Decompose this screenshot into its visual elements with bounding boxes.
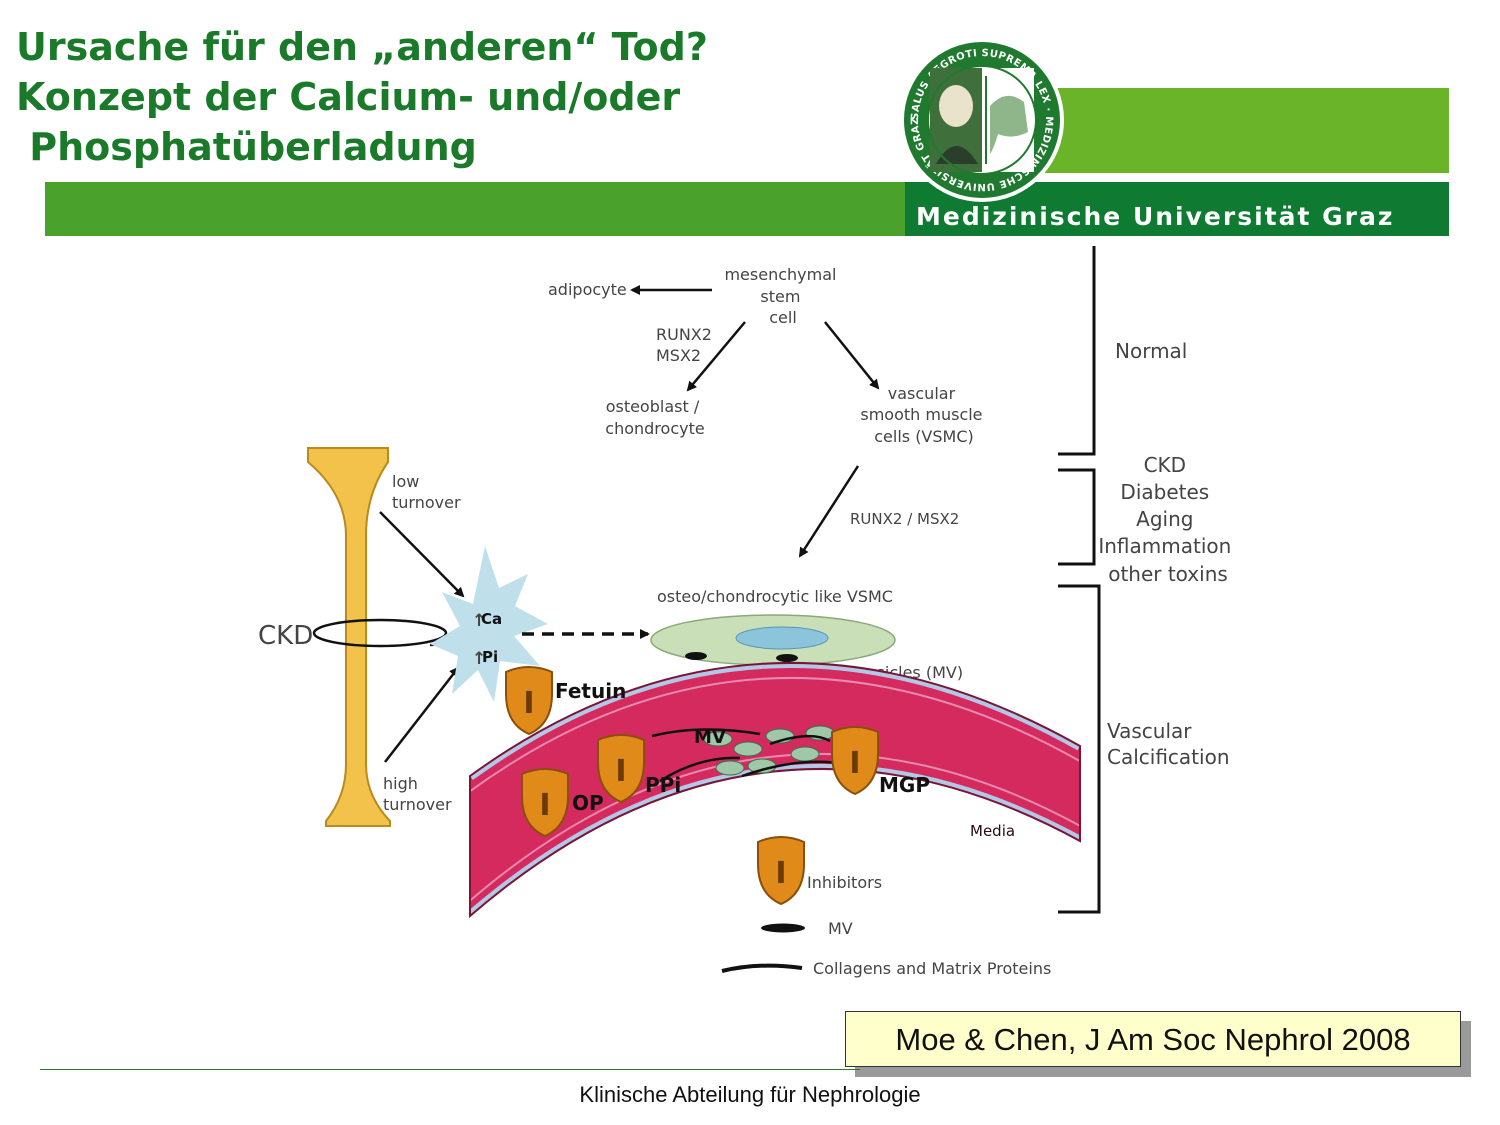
ppi-label: PPi — [645, 773, 681, 797]
risk-factors-label: CKD Diabetes Aging Inflammation other to… — [1098, 453, 1237, 586]
slide-title: Ursache für den „anderen“ Tod? Konzept d… — [16, 22, 708, 172]
bracket-vascular — [1058, 584, 1101, 914]
arrow-low-turnover — [379, 511, 465, 598]
title-line-3: Phosphatüberladung — [16, 125, 477, 169]
arrow-to-vsmc — [824, 321, 880, 390]
shield-icon: I — [597, 734, 645, 804]
shield-icon: I — [831, 726, 879, 796]
legend-mv-label: MV — [828, 919, 853, 938]
ca-up-arrow-icon: ↑ — [472, 611, 486, 631]
legend-mv-symbol — [761, 923, 805, 933]
stage-vascular-calcification-label: Vascular Calcification — [1107, 719, 1230, 769]
svg-text:I: I — [615, 754, 626, 789]
svg-text:I: I — [775, 856, 786, 891]
bracket-factors — [1058, 468, 1096, 566]
citation-box: Moe & Chen, J Am Soc Nephrol 2008 — [845, 1011, 1461, 1067]
vsmc-label: vascular smooth muscle cells (VSMC) — [860, 384, 987, 446]
legend-collagens-label: Collagens and Matrix Proteins — [813, 959, 1051, 978]
svg-text:I: I — [849, 746, 860, 781]
ckd-left-label: CKD — [258, 621, 313, 651]
legend-shield-icon: I — [757, 836, 805, 906]
footer-rule — [40, 1069, 860, 1070]
stage-normal-label: Normal — [1115, 339, 1187, 363]
header-band-top — [1045, 88, 1449, 173]
svg-text:I: I — [523, 686, 534, 721]
arrow-vsmc-to-osteo-like — [798, 465, 860, 558]
cell-matrix-vesicle — [685, 652, 707, 660]
bracket-normal — [1058, 246, 1096, 456]
mv-in-wall-label: MV — [694, 727, 726, 748]
mesenchymal-stem-cell-label: mesenchymal stem cell — [724, 265, 841, 327]
citation-text: Moe & Chen, J Am Soc Nephrol 2008 — [895, 1022, 1411, 1057]
footer-department: Klinische Abteilung für Nephrologie — [579, 1082, 921, 1107]
university-seal-logo: SALUS AEGROTI SUPREMA LEX · MEDIZINISCHE… — [900, 38, 1064, 202]
cell-matrix-vesicle — [776, 654, 798, 662]
op-label: OP — [572, 791, 604, 815]
title-line-1: Ursache für den „anderen“ Tod? — [16, 25, 708, 69]
legend-collagen-symbol — [721, 963, 803, 973]
high-turnover-label: high turnover — [383, 774, 452, 814]
osteoblast-chondrocyte-label: osteoblast / chondrocyte — [605, 397, 704, 438]
osteo-like-vsmc-label: osteo/chondrocytic like VSMC — [657, 587, 893, 606]
ca-label: Ca — [481, 610, 502, 628]
low-turnover-label: low turnover — [392, 472, 461, 512]
bone-shape — [307, 447, 391, 827]
pi-up-arrow-icon: ↑ — [472, 649, 486, 669]
shield-icon: I — [505, 666, 553, 736]
svg-text:I: I — [539, 788, 550, 823]
ckd-loop — [312, 618, 448, 648]
runx2-msx2-label: RUNX2 MSX2 — [656, 325, 717, 365]
arrow-to-osteoblast — [686, 321, 746, 392]
title-line-2: Konzept der Calcium- und/oder — [16, 75, 681, 119]
arrow-high-turnover — [384, 666, 460, 763]
media-label: Media — [970, 822, 1015, 840]
cell-nucleus — [735, 626, 829, 650]
artery-wall — [469, 662, 1081, 919]
legend-inhibitors-label: Inhibitors — [807, 873, 882, 892]
calcification-diagram: mesenchymal stem cell adipocyte RUNX2 MS… — [258, 246, 1237, 978]
adipocyte-label: adipocyte — [548, 280, 627, 299]
serum-ca-pi-burst — [430, 546, 548, 702]
pi-label: Pi — [482, 648, 498, 666]
runx2-msx2-inline-label: RUNX2 / MSX2 — [850, 510, 959, 528]
shield-icon: I — [521, 768, 569, 838]
fetuin-label: Fetuin — [555, 679, 626, 703]
university-name: Medizinische Universität Graz — [916, 202, 1395, 231]
mgp-label: MGP — [879, 773, 930, 797]
